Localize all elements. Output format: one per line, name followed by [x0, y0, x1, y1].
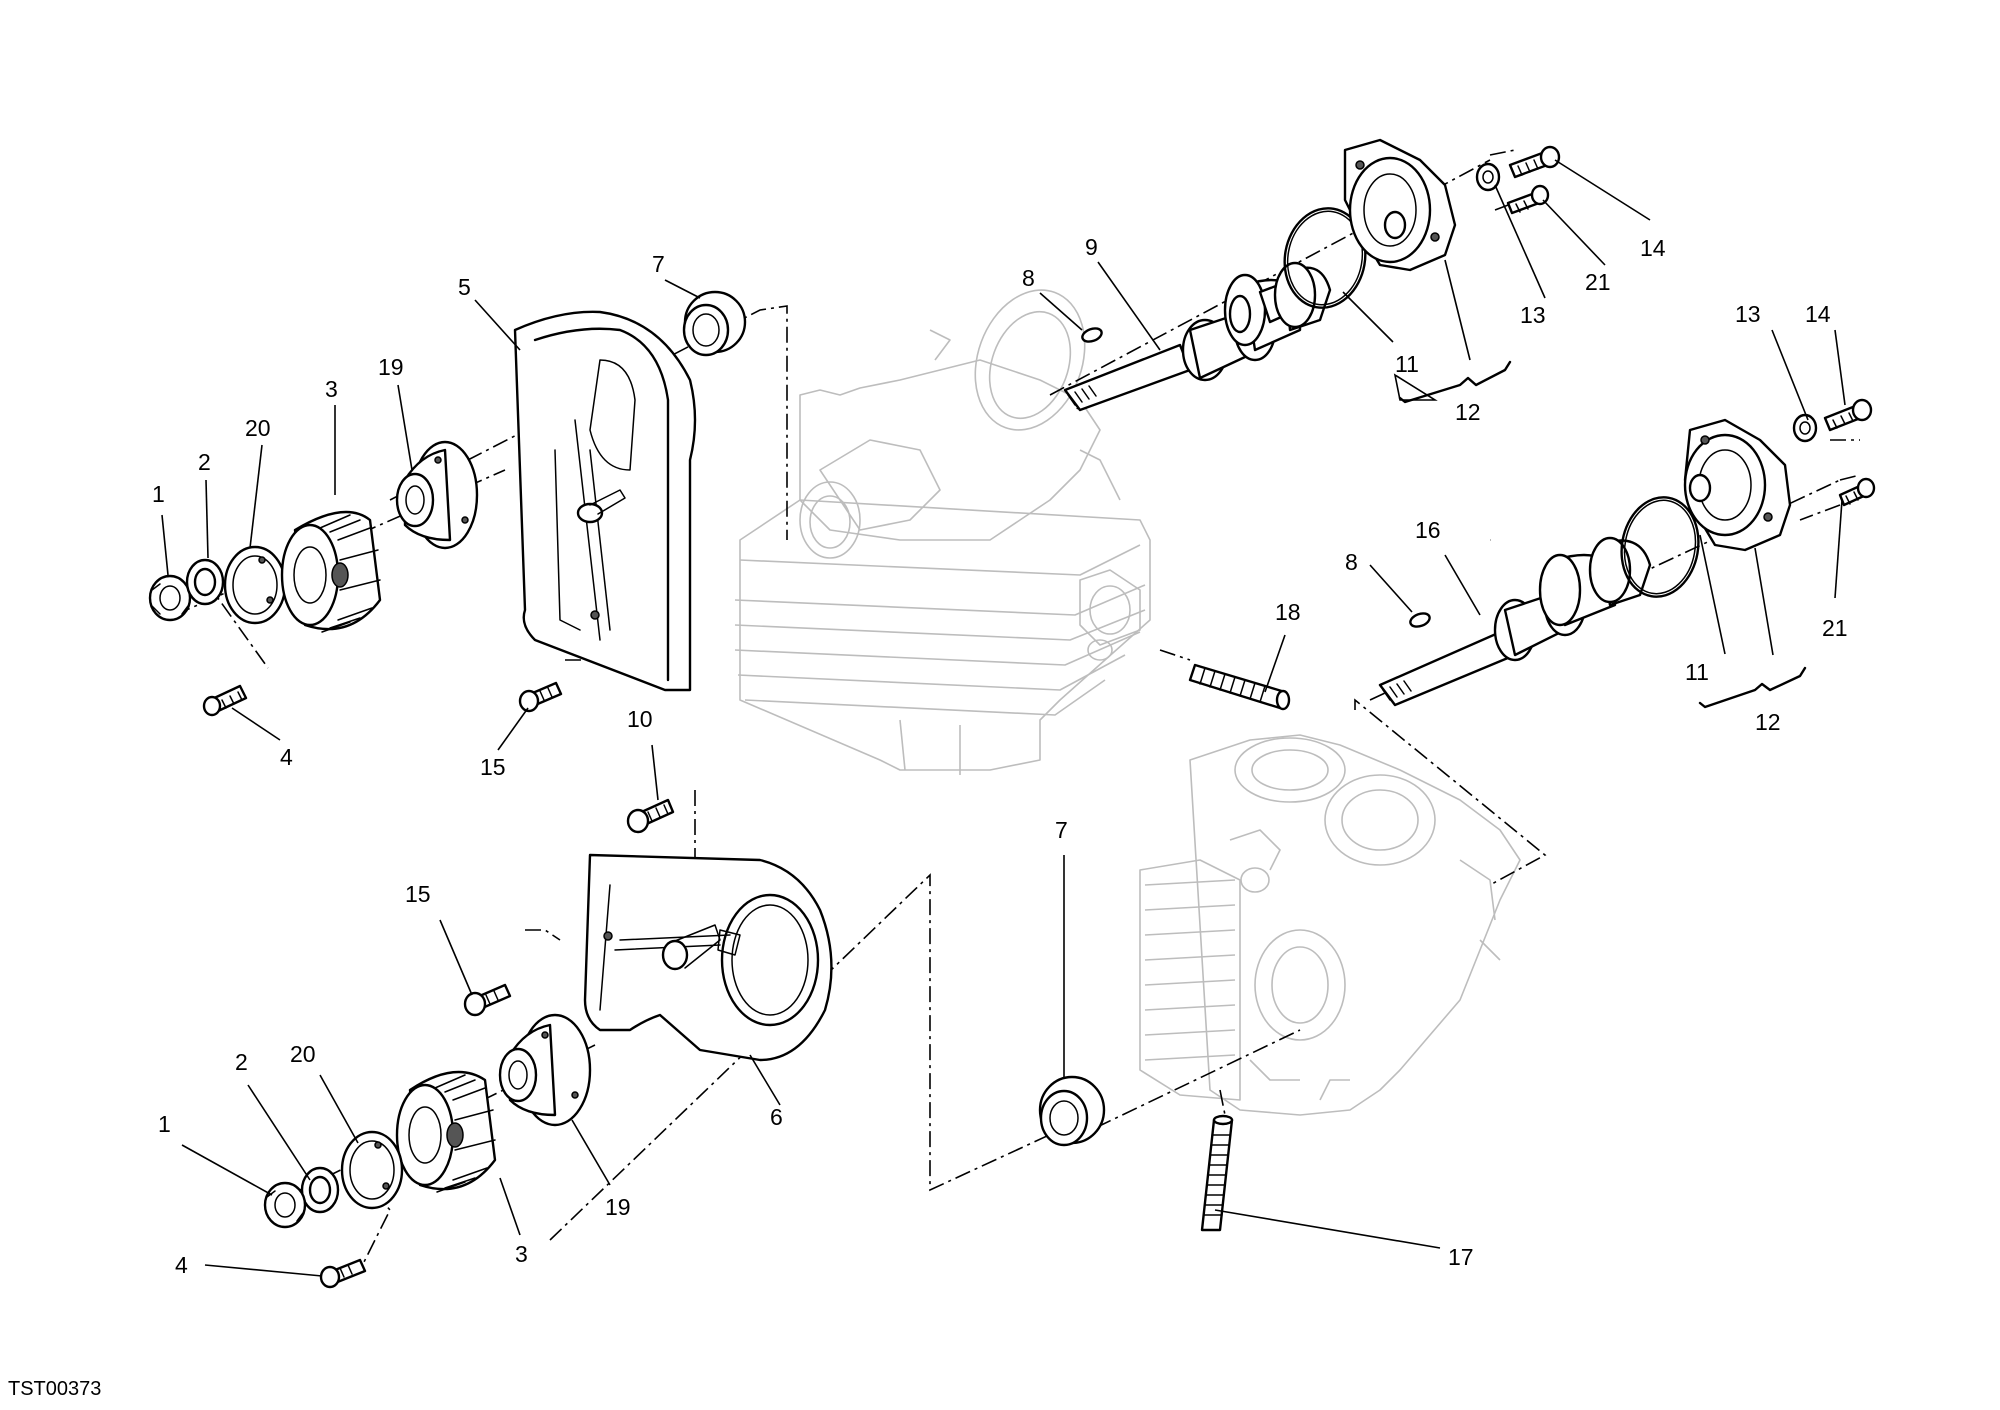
callout-2: 2: [235, 1049, 248, 1075]
camshaft-16: [1378, 536, 1652, 707]
callout-3: 3: [515, 1241, 528, 1267]
horizontal-cylinder-head: [734, 289, 1151, 775]
screw-21-lower: [1838, 477, 1876, 507]
flange-12-upper: [1343, 138, 1457, 272]
callout-7: 7: [1055, 817, 1068, 843]
document-code: TST00373: [8, 1378, 101, 1400]
plate-20-upper: [223, 545, 287, 625]
screw-4-lower: [319, 1258, 367, 1289]
stud-17: [1200, 1114, 1234, 1232]
callout-15: 15: [480, 754, 506, 780]
callout-14: 14: [1640, 235, 1666, 261]
callout-labels: 1 2 20 3 19 5 7 4 15 8 9 11 12 13 21 14 …: [152, 234, 1848, 1278]
callout-20: 20: [245, 415, 271, 441]
nut-1-upper: [148, 574, 192, 622]
washer-2-lower: [300, 1166, 340, 1214]
callout-8: 8: [1022, 265, 1035, 291]
seal-7-lower: [1038, 1075, 1106, 1147]
callout-8: 8: [1345, 549, 1358, 575]
vertical-cylinder-head: [1139, 734, 1521, 1116]
washer-13-upper: [1475, 162, 1501, 192]
o-ring-11-lower: [1620, 496, 1700, 598]
callout-12: 12: [1755, 709, 1781, 735]
callout-20: 20: [290, 1041, 316, 1067]
callout-5: 5: [458, 274, 471, 300]
washer-2-upper: [185, 558, 225, 606]
stud-18: [1188, 663, 1291, 711]
screw-10: [626, 798, 675, 834]
screw-4-upper: [202, 684, 248, 717]
leader-lines: [161, 159, 1846, 1277]
callout-12: 12: [1455, 399, 1481, 425]
seal-7-upper: [682, 290, 747, 357]
callout-11: 11: [1395, 351, 1419, 377]
bracket-12: [1398, 360, 1807, 709]
callout-16: 16: [1415, 517, 1441, 543]
screw-15-lower: [463, 983, 512, 1017]
upper-pulley-assembly: [148, 440, 479, 717]
callout-2: 2: [198, 449, 211, 475]
camshaft-9: [1063, 261, 1332, 412]
o-ring-11-upper: [1283, 207, 1367, 309]
callout-7: 7: [652, 251, 665, 277]
callout-9: 9: [1085, 234, 1098, 260]
screw-14-upper: [1508, 145, 1561, 179]
key-8-upper: [1081, 327, 1103, 343]
callout-17: 17: [1448, 1244, 1474, 1270]
pulley-3-upper: [280, 510, 382, 633]
screw-15-upper: [518, 681, 563, 713]
callout-21: 21: [1585, 269, 1611, 295]
washer-13-lower: [1792, 413, 1818, 443]
callout-10: 10: [627, 706, 653, 732]
callout-19: 19: [378, 354, 404, 380]
nut-1-lower: [263, 1181, 307, 1229]
callout-21: 21: [1822, 615, 1848, 641]
callout-11: 11: [1685, 659, 1709, 685]
belt-cover-6: [583, 853, 833, 1062]
callout-1: 1: [152, 481, 165, 507]
callout-3: 3: [325, 376, 338, 402]
callout-4: 4: [280, 744, 293, 770]
screw-21-upper: [1506, 184, 1550, 215]
plate-20-lower: [340, 1130, 404, 1210]
hub-19-lower: [498, 1013, 592, 1127]
belt-cover-5: [513, 310, 697, 692]
callout-13: 13: [1735, 301, 1761, 327]
screw-14-lower: [1823, 398, 1873, 432]
callout-4: 4: [175, 1252, 188, 1278]
callout-14: 14: [1805, 301, 1831, 327]
callout-13: 13: [1520, 302, 1546, 328]
key-8-lower: [1409, 612, 1431, 628]
flange-12-lower: [1683, 418, 1792, 552]
callout-15: 15: [405, 881, 431, 907]
pulley-3-lower: [395, 1070, 497, 1193]
callout-6: 6: [770, 1104, 783, 1130]
callout-19: 19: [605, 1194, 631, 1220]
callout-1: 1: [158, 1111, 171, 1137]
callout-18: 18: [1275, 599, 1301, 625]
hub-19-upper: [395, 440, 479, 550]
